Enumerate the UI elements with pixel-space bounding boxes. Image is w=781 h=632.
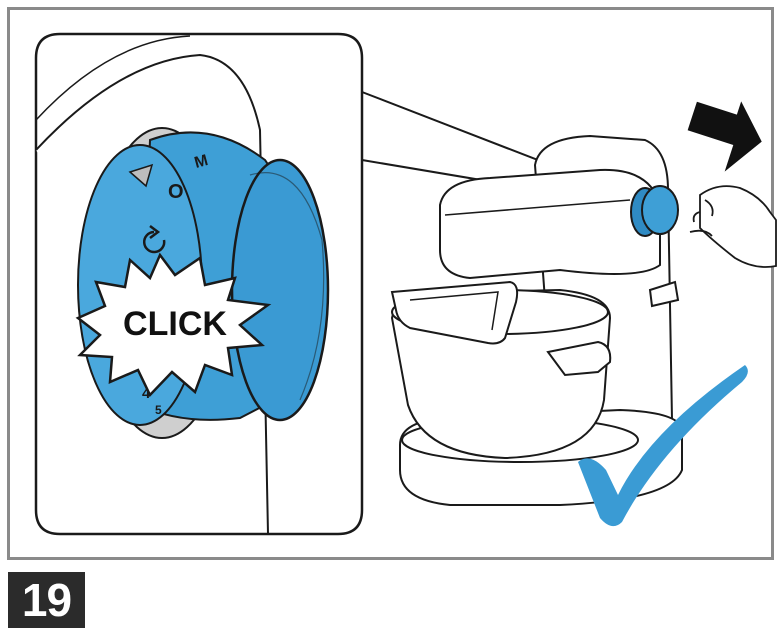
pointer-triangle-icon: [128, 163, 154, 188]
click-label: CLICK: [123, 305, 227, 343]
click-burst: CLICK: [75, 252, 272, 398]
dial-mark-o: O: [168, 181, 184, 203]
push-arrow-icon: [687, 101, 762, 172]
mixer-dial: [630, 185, 679, 237]
dial-mark-m: M: [193, 152, 210, 172]
rotate-icon: [142, 225, 166, 254]
step-number-badge: 19: [8, 572, 85, 628]
pointing-hand-icon: [689, 185, 777, 268]
check-mark-icon: [578, 365, 748, 527]
zoom-callout-panel: M O 4 5 CLICK: [34, 32, 364, 536]
stand-mixer: [390, 134, 683, 506]
dial-mark-5: 5: [155, 403, 162, 417]
dial-mark-4: 4: [142, 385, 151, 402]
